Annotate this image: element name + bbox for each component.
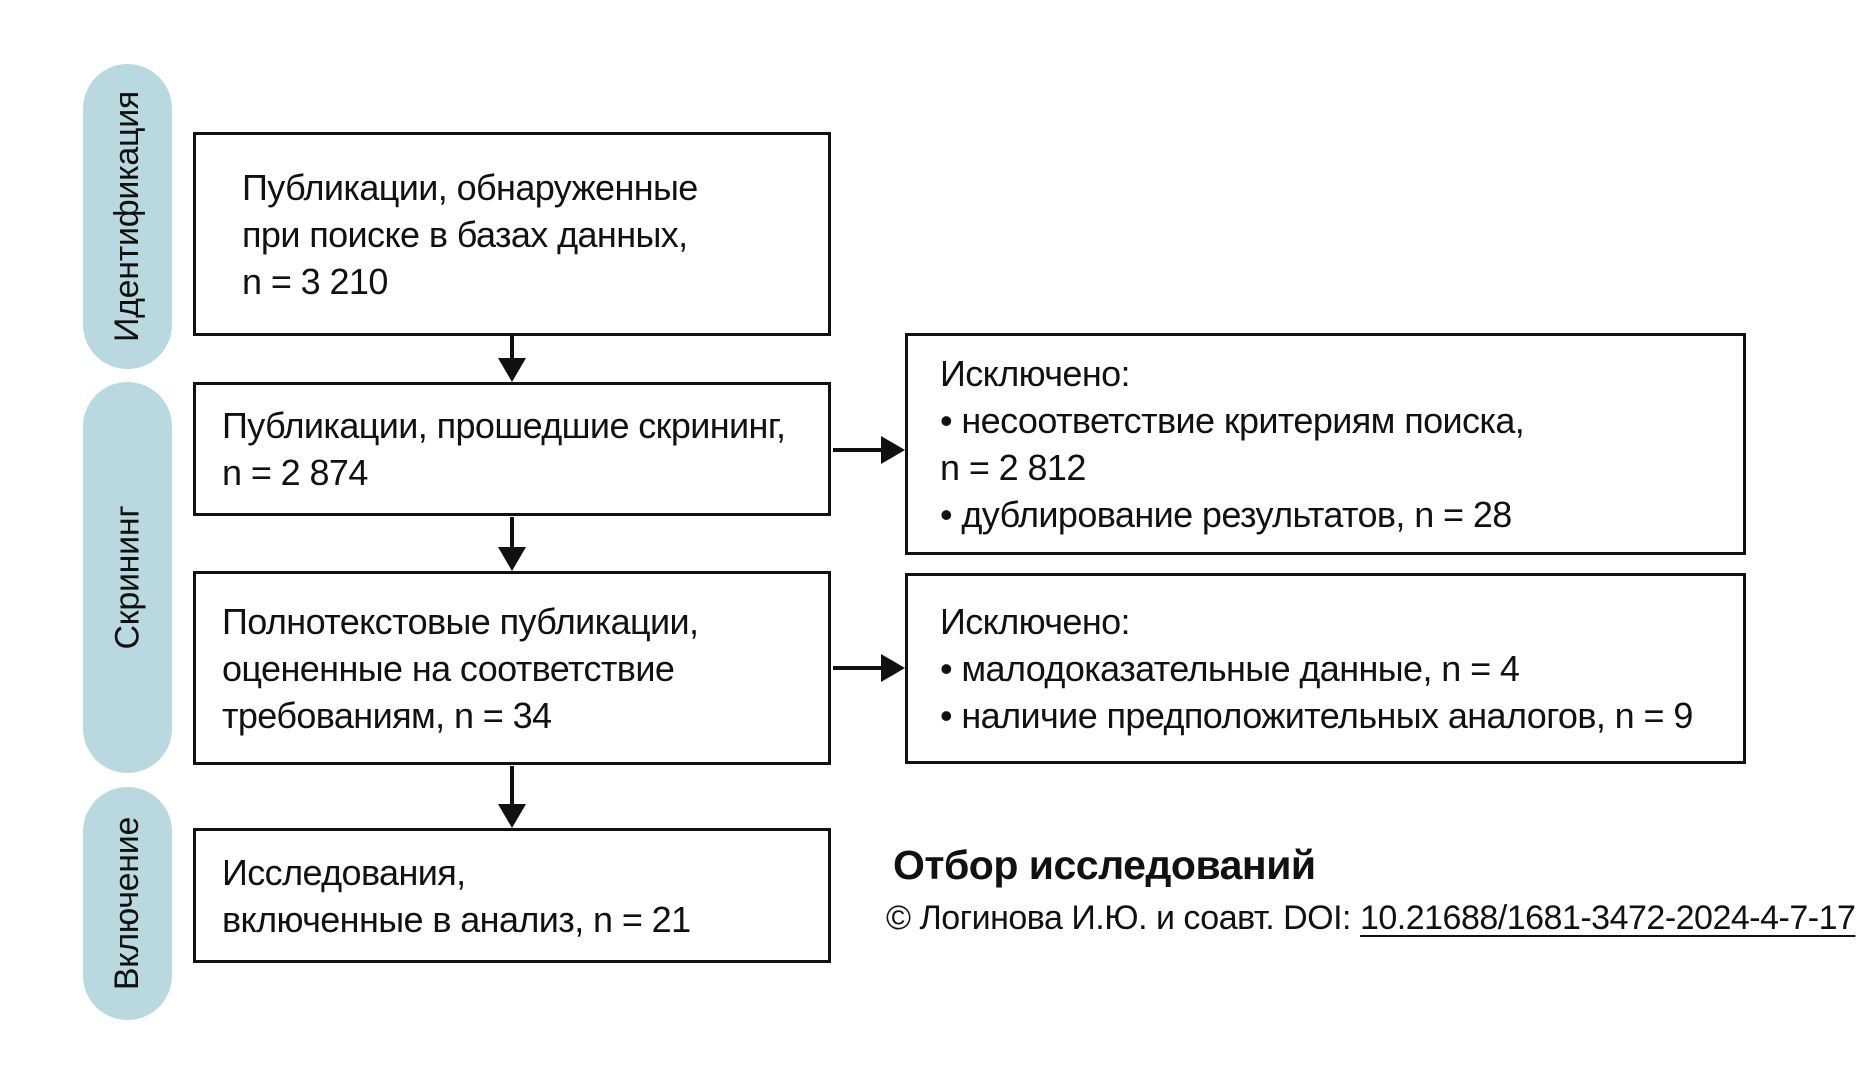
arrow-head (881, 654, 905, 682)
doi-link[interactable]: 10.21688/1681-3472-2024-4-7-17 (1359, 899, 1856, 937)
arrow-shaft (510, 766, 514, 804)
flow-box-line: Полнотекстовые публикации, (222, 600, 699, 642)
arrow-right-icon (833, 435, 905, 465)
flow-box-line: n = 3 210 (242, 260, 388, 302)
exclusion-line: • несоответствие критериям поиска, (940, 400, 1525, 441)
arrow-shaft (510, 517, 514, 547)
flow-box-included: Исследования, включенные в анализ, n = 2… (193, 828, 831, 963)
arrow-head (881, 436, 905, 464)
stage-pill-label: Идентификация (108, 90, 147, 343)
arrow-shaft (833, 666, 881, 670)
exclusion-line: • наличие предположительных аналогов, n … (940, 695, 1693, 736)
flow-box-line: включенные в анализ, n = 21 (222, 898, 691, 940)
stage-pill-screening: Скрининг (83, 382, 172, 773)
arrow-head (498, 358, 526, 382)
flow-box-line: требованиям, n = 34 (222, 694, 552, 736)
arrow-down-icon (497, 517, 527, 571)
exclusion-line: • дублирование результатов, n = 28 (940, 494, 1512, 535)
stage-pill-identification: Идентификация (83, 64, 172, 369)
exclusion-line: n = 2 812 (940, 447, 1086, 488)
flow-box-identified: Публикации, обнаруженные при поиске в ба… (193, 132, 831, 336)
exclusion-line: Исключено: (940, 601, 1131, 642)
arrow-head (498, 547, 526, 571)
flow-box-line: Публикации, обнаруженные (242, 166, 698, 208)
flow-box-line: Исследования, (222, 851, 466, 893)
flow-box-line: n = 2 874 (222, 452, 368, 493)
arrow-down-icon (497, 766, 527, 828)
flow-box-line: оцененные на соответствие (222, 647, 675, 689)
arrow-down-icon (497, 336, 527, 382)
flow-box-line: Публикации, прошедшие скрининг, (222, 405, 786, 446)
figure-caption-title: Отбор исследований (893, 842, 1316, 888)
exclusion-box-eligibility: Исключено: • малодоказательные данные, n… (905, 573, 1746, 764)
stage-pill-label: Скрининг (108, 505, 147, 650)
exclusion-line: Исключено: (940, 353, 1131, 394)
exclusion-line: • малодоказательные данные, n = 4 (940, 648, 1520, 689)
arrow-head (498, 804, 526, 828)
arrow-shaft (510, 336, 514, 358)
credit-text: © Логинова И.Ю. и соавт. DOI: (886, 899, 1352, 937)
stage-pill-inclusion: Включение (83, 787, 172, 1020)
exclusion-box-screening: Исключено: • несоответствие критериям по… (905, 333, 1746, 555)
flow-box-line: при поиске в базах данных, (242, 213, 688, 255)
flow-box-fulltext-assessed: Полнотекстовые публикации, оцененные на … (193, 571, 831, 765)
figure-credit: © Логинова И.Ю. и соавт. DOI: 10.21688/1… (886, 899, 1856, 938)
flow-box-screened: Публикации, прошедшие скрининг, n = 2 87… (193, 382, 831, 516)
stage-pill-label: Включение (108, 816, 147, 991)
arrow-shaft (833, 448, 881, 452)
arrow-right-icon (833, 653, 905, 683)
